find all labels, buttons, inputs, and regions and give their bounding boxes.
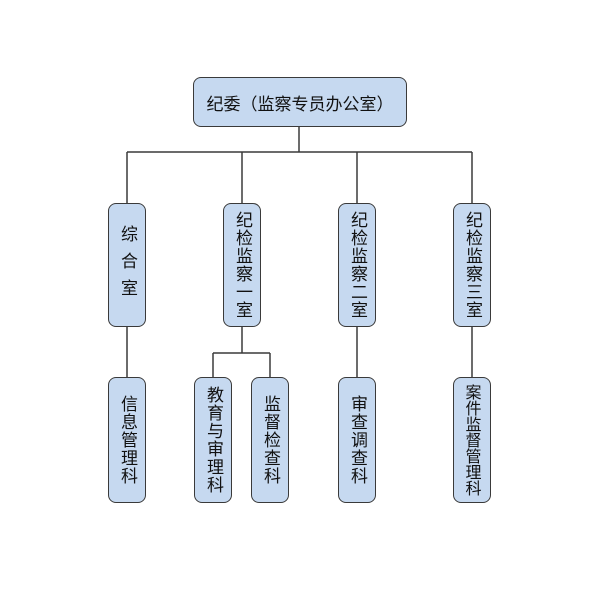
- section-label: 案件监督管理科: [462, 384, 482, 496]
- dept-label: 纪检监察一室: [232, 211, 252, 319]
- section-label: 监督检查科: [260, 395, 280, 485]
- dept-label: 综合室: [117, 224, 137, 306]
- section-label: 教育与审理科: [203, 386, 223, 494]
- dept-node: 纪检监察二室: [338, 203, 376, 327]
- dept-label: 纪检监察二室: [347, 211, 367, 319]
- dept-label: 纪检监察三室: [462, 211, 482, 319]
- section-label: 信息管理科: [117, 395, 137, 485]
- dept-node: 综合室: [108, 203, 146, 327]
- section-node: 教育与审理科: [194, 377, 232, 503]
- dept-node: 纪检监察一室: [223, 203, 261, 327]
- root-label: 纪委（监察专员办公室）: [206, 94, 394, 115]
- section-label: 审查调查科: [347, 395, 367, 485]
- dept-node: 纪检监察三室: [453, 203, 491, 327]
- root-node: 纪委（监察专员办公室）: [193, 77, 407, 127]
- section-node: 案件监督管理科: [453, 377, 491, 503]
- section-node: 信息管理科: [108, 377, 146, 503]
- section-node: 审查调查科: [338, 377, 376, 503]
- section-node: 监督检查科: [251, 377, 289, 503]
